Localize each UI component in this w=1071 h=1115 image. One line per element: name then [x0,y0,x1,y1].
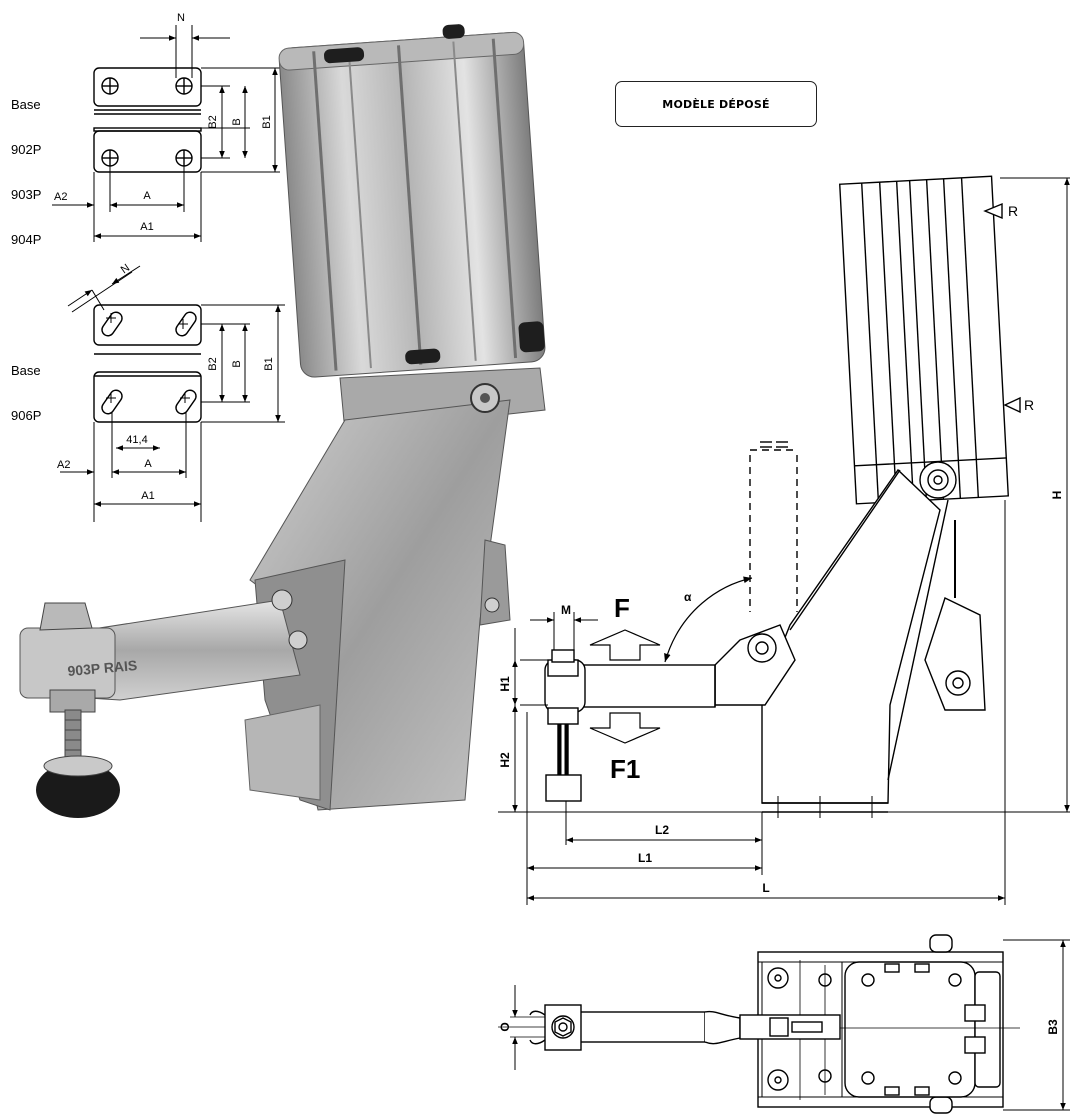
angle-alpha-label: α [684,590,692,604]
dim-a1-slot-label: A1 [141,490,154,502]
dim-a2-slot-label: A2 [57,459,70,471]
dim-a1-label: A1 [140,221,153,233]
dim-n-slot-label: N [119,262,132,276]
dim-a-slot-label: A [144,458,152,470]
registered-design-badge: MODÈLE DÉPOSÉ [615,81,817,127]
side-view-drawing [498,175,1070,905]
dim-b-label: B [231,118,243,125]
base-plate-drawing-2 [60,265,285,522]
dim-b1-slot-label: B1 [263,357,275,370]
base-model: 902P [11,142,42,157]
dim-b2-label: B2 [207,115,219,128]
dim-b2-slot-label: B2 [207,357,219,370]
base-title: Base [11,363,41,378]
force-f-label: F [614,593,630,623]
dim-spacing-label: 41,4 [126,434,147,446]
force-f1-label: F1 [610,754,640,784]
dim-b3-label: B3 [1046,1019,1060,1035]
base-model: 904P [11,232,42,247]
dim-l2-label: L2 [655,823,669,837]
dim-h2-label: H2 [498,752,512,768]
base-model: 906P [11,408,42,423]
dim-a2-label: A2 [54,191,67,203]
dim-l-label: L [762,881,769,895]
dim-l1-label: L1 [638,851,652,865]
base-label-group-1: Base 902P 903P 904P [11,67,41,262]
dim-a-label: A [143,190,151,202]
base-plate-drawing-1 [52,25,280,242]
base-model: 903P [11,187,42,202]
r-bottom-label: R [1024,397,1034,413]
plan-view-drawing [498,934,1070,1114]
dim-h1-label: H1 [498,676,512,692]
dim-n-label: N [177,12,185,24]
clamp-photo: 903P RAIS [19,24,546,818]
r-top-label: R [1008,203,1018,219]
photo-engraving: 903P RAIS [67,657,138,679]
dim-h-label: H [1050,491,1064,500]
dim-o-label: O [498,1022,512,1031]
dim-b1-label: B1 [261,115,273,128]
base-label-group-2: Base 906P [11,333,41,438]
dim-b-slot-label: B [231,360,243,367]
dim-m-label: M [561,603,571,617]
base-title: Base [11,97,41,112]
